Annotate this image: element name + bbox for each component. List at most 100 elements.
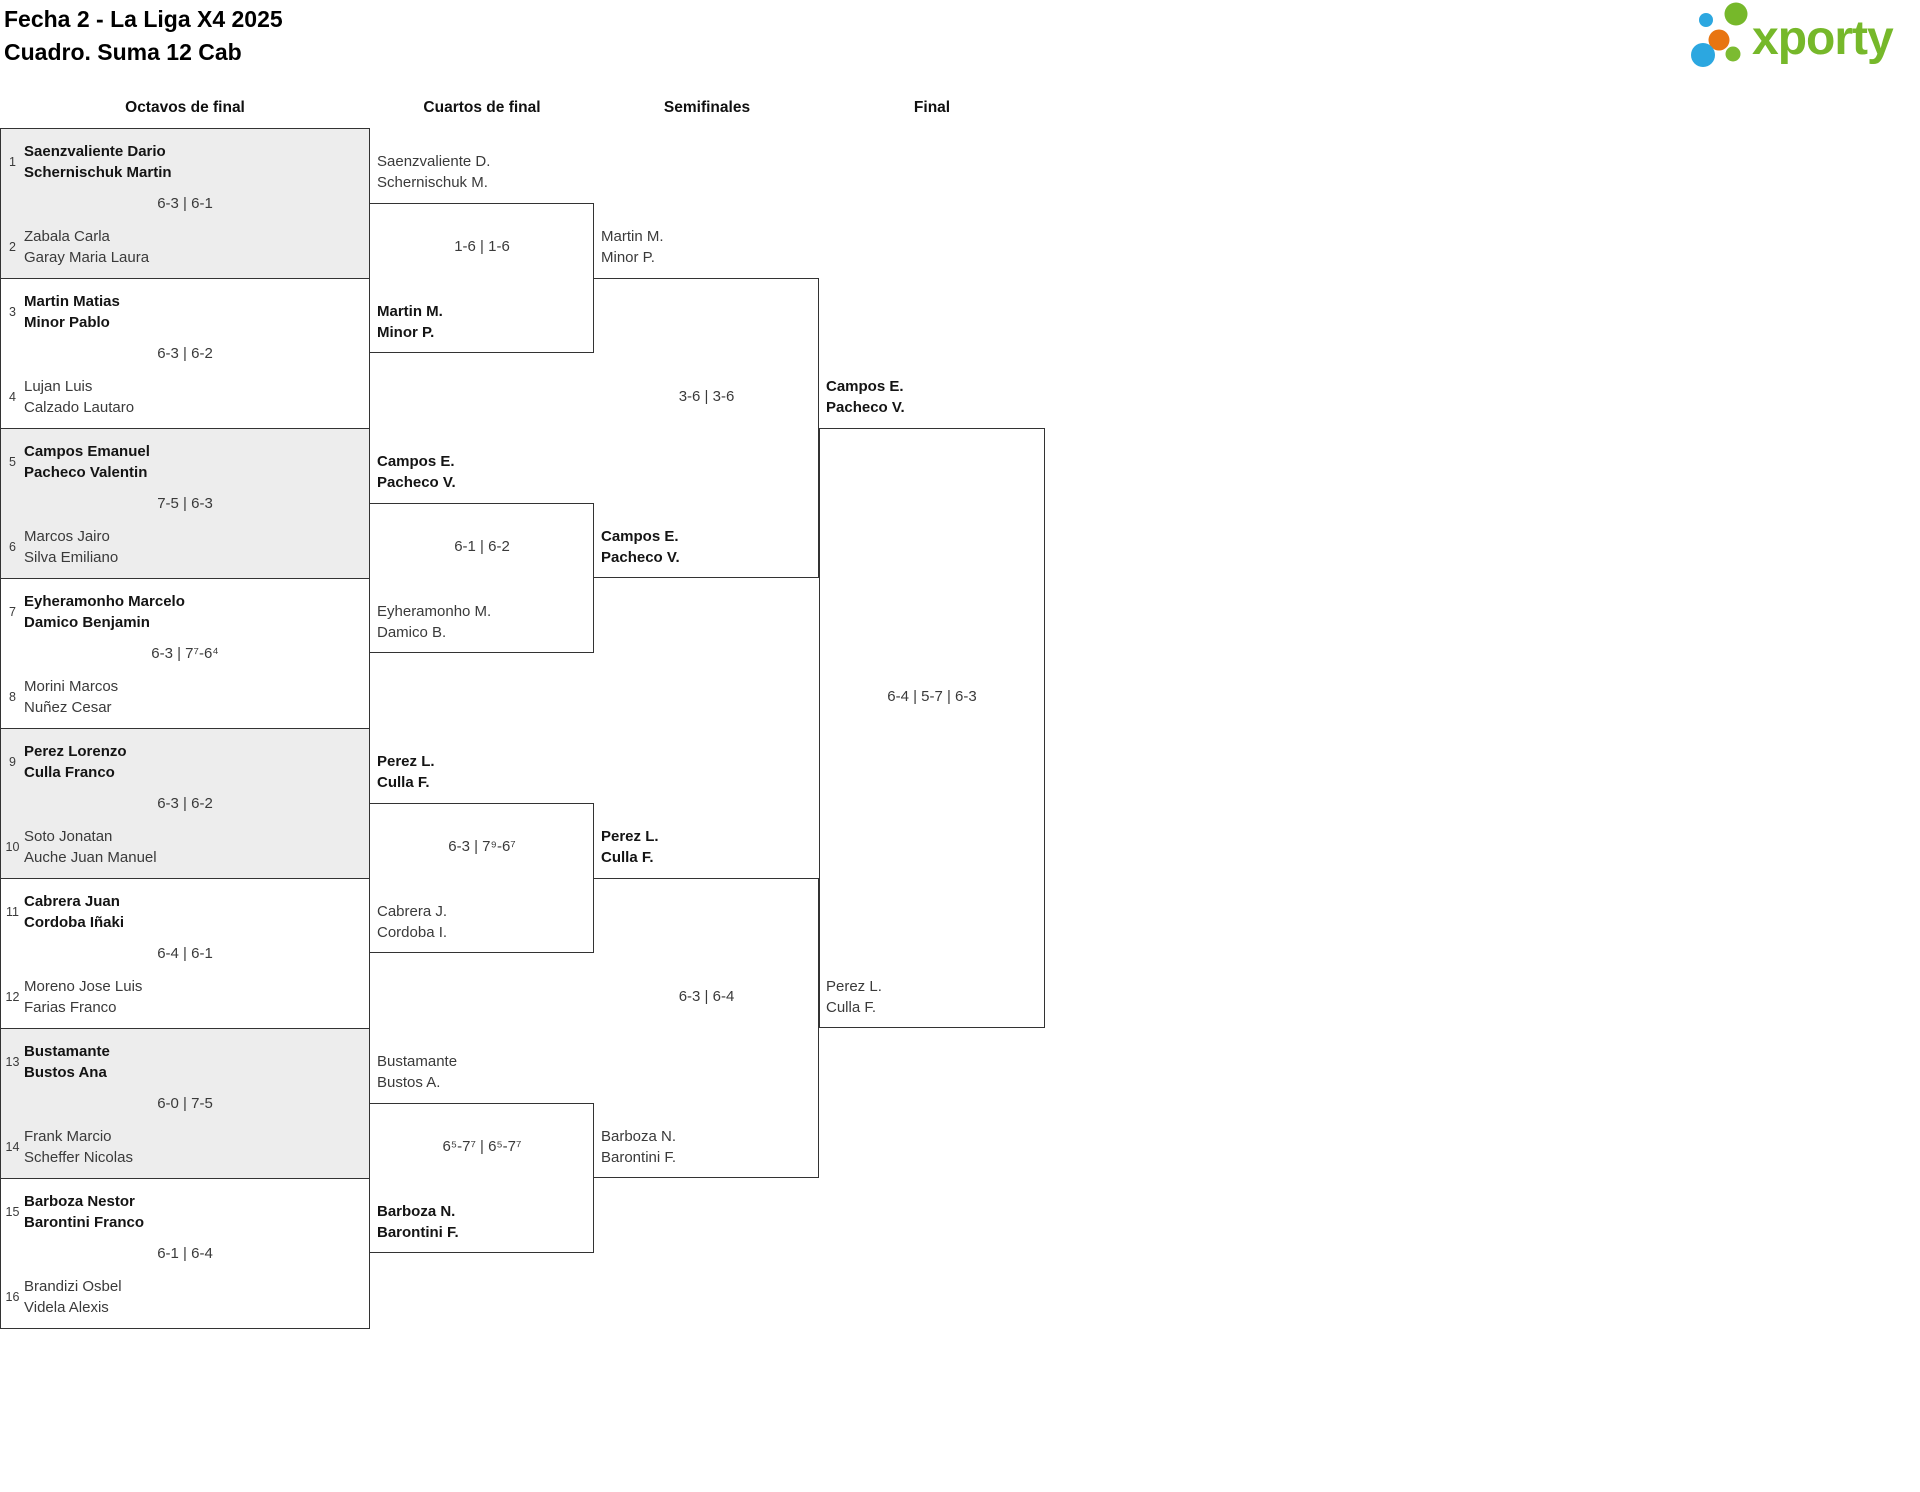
seed-number: 8 xyxy=(9,690,16,704)
team-player: Perez L. xyxy=(601,828,659,845)
team-player: Campos E. xyxy=(601,528,679,545)
match-score: 6-3 | 6-4 xyxy=(678,988,735,1005)
match-score: 6-3 | 7⁷-6⁴ xyxy=(151,645,219,662)
team-player: Perez Lorenzo xyxy=(24,743,127,760)
logo-text: xporty xyxy=(1752,12,1894,65)
match-score: 6-3 | 6-2 xyxy=(157,345,213,362)
match-box-r16-1: 1 Saenzvaliente Dario Schernischuk Marti… xyxy=(0,128,370,279)
team-player: Bustos Ana xyxy=(24,1064,107,1081)
match-score: 6-1 | 6-4 xyxy=(157,1245,213,1262)
match-score: 6-3 | 6-1 xyxy=(157,195,213,212)
match-box-r16-2: 3 Martin Matias Minor Pablo 6-3 | 6-2 4 … xyxy=(0,278,370,429)
team-name: Marcos Jairo Silva Emiliano xyxy=(24,526,118,568)
team-name: Campos E. Pacheco V. xyxy=(826,376,905,418)
team-name: Perez L. Culla F. xyxy=(377,751,435,793)
team-player: Perez L. xyxy=(826,978,882,995)
team-player: Videla Alexis xyxy=(24,1299,109,1316)
seed-number: 13 xyxy=(5,1055,20,1069)
logo-dot-orange xyxy=(1708,29,1730,51)
team-player: Barboza N. xyxy=(377,1203,456,1220)
match-score: 6⁵-7⁷ | 6⁵-7⁷ xyxy=(442,1138,522,1155)
match-score: 7-5 | 6-3 xyxy=(157,495,213,512)
team-player: Brandizi Osbel xyxy=(24,1278,122,1295)
connector-sf-2 xyxy=(594,878,819,1178)
match-box-r16-3: 5 Campos Emanuel Pacheco Valentin 7-5 | … xyxy=(0,428,370,579)
match-score: 1-6 | 1-6 xyxy=(454,238,510,255)
seed-number: 16 xyxy=(5,1290,20,1304)
match-score: 3-6 | 3-6 xyxy=(678,388,735,405)
round-header-octavos: Octavos de final xyxy=(125,99,245,116)
team-player: Calzado Lautaro xyxy=(24,399,135,416)
team-name: Perez L. Culla F. xyxy=(826,976,882,1018)
team-player: Pacheco Valentin xyxy=(24,464,148,481)
logo-dot-blue-small xyxy=(1699,13,1713,27)
team-player: Martin M. xyxy=(377,303,443,320)
team-name: Martin M. Minor P. xyxy=(601,226,664,268)
team-player: Damico B. xyxy=(377,624,447,641)
team-player: Farias Franco xyxy=(24,999,117,1016)
team-player: Bustamante xyxy=(377,1053,458,1070)
match-box-r16-8: 15 Barboza Nestor Barontini Franco 6-1 |… xyxy=(0,1178,370,1329)
seed-number: 14 xyxy=(5,1140,20,1154)
connector-qf-1 xyxy=(370,203,594,353)
connector-sf-1 xyxy=(594,278,819,578)
connector-qf-2 xyxy=(370,503,594,653)
match-box-r16-6: 11 Cabrera Juan Cordoba Iñaki 6-4 | 6-1 … xyxy=(0,878,370,1029)
team-player: Nuñez Cesar xyxy=(24,699,112,716)
team-player: Zabala Carla xyxy=(24,228,110,245)
seed-number: 1 xyxy=(9,155,16,169)
team-player: Saenzvaliente D. xyxy=(377,153,491,170)
team-player: Garay Maria Laura xyxy=(24,249,150,266)
match-score: 6-3 | 7⁹-6⁷ xyxy=(448,838,516,855)
team-player: Lujan Luis xyxy=(24,378,93,395)
seed-number: 15 xyxy=(5,1205,20,1219)
match-score: 6-4 | 5-7 | 6-3 xyxy=(887,688,977,705)
round-header-final: Final xyxy=(913,99,951,116)
team-player: Auche Juan Manuel xyxy=(24,849,157,866)
team-name: Brandizi Osbel Videla Alexis xyxy=(24,1276,122,1318)
team-name: Moreno Jose Luis Farias Franco xyxy=(24,976,142,1018)
team-player: Barontini F. xyxy=(601,1149,677,1166)
team-player: Minor P. xyxy=(601,249,655,266)
round-header-semifinales: Semifinales xyxy=(663,99,751,116)
team-player: Culla F. xyxy=(601,849,654,866)
team-name: Barboza N. Barontini F. xyxy=(601,1126,676,1168)
xporty-logo: xporty xyxy=(1680,0,1920,72)
team-name: Barboza Nestor Barontini Franco xyxy=(24,1191,144,1233)
team-player: Scheffer Nicolas xyxy=(24,1149,133,1166)
tournament-name: Fecha 2 - La Liga X4 2025 xyxy=(4,6,283,32)
team-player: Cabrera Juan xyxy=(24,893,120,910)
team-name: Campos Emanuel Pacheco Valentin xyxy=(24,441,150,483)
match-score: 6-4 | 6-1 xyxy=(157,945,213,962)
team-name: Perez L. Culla F. xyxy=(601,826,659,868)
seed-number: 3 xyxy=(9,305,16,319)
team-player: Pacheco V. xyxy=(377,474,456,491)
team-player: Campos Emanuel xyxy=(24,443,150,460)
team-name: Bustamante Bustos Ana xyxy=(24,1041,110,1083)
connector-qf-3 xyxy=(370,803,594,953)
match-box-r16-4: 7 Eyheramonho Marcelo Damico Benjamin 6-… xyxy=(0,578,370,729)
team-name: Cabrera J. Cordoba I. xyxy=(377,901,447,943)
team-player: Moreno Jose Luis xyxy=(24,978,143,995)
team-player: Barboza N. xyxy=(601,1128,677,1145)
team-name: Barboza N. Barontini F. xyxy=(377,1201,459,1243)
logo-dot-blue-large xyxy=(1691,43,1715,67)
team-player: Pacheco V. xyxy=(826,399,905,416)
team-name: Saenzvaliente D. Schernischuk M. xyxy=(377,151,490,193)
team-player: Morini Marcos xyxy=(24,678,119,695)
match-score: 6-1 | 6-2 xyxy=(454,538,510,555)
team-player: Cabrera J. xyxy=(377,903,448,920)
team-player: Saenzvaliente Dario xyxy=(24,143,166,160)
team-name: Saenzvaliente Dario Schernischuk Martin xyxy=(24,141,172,183)
team-player: Silva Emiliano xyxy=(24,549,119,566)
seed-number: 11 xyxy=(6,905,19,919)
team-player: Schernischuk Martin xyxy=(24,164,172,181)
round-header-cuartos: Cuartos de final xyxy=(423,99,541,116)
team-name: Zabala Carla Garay Maria Laura xyxy=(24,226,149,268)
seed-number: 9 xyxy=(9,755,16,769)
connector-qf-4 xyxy=(370,1103,594,1253)
match-score: 6-0 | 7-5 xyxy=(157,1095,213,1112)
team-name: Campos E. Pacheco V. xyxy=(601,526,680,568)
team-name: Perez Lorenzo Culla Franco xyxy=(24,741,127,783)
team-player: Frank Marcio xyxy=(24,1128,112,1145)
